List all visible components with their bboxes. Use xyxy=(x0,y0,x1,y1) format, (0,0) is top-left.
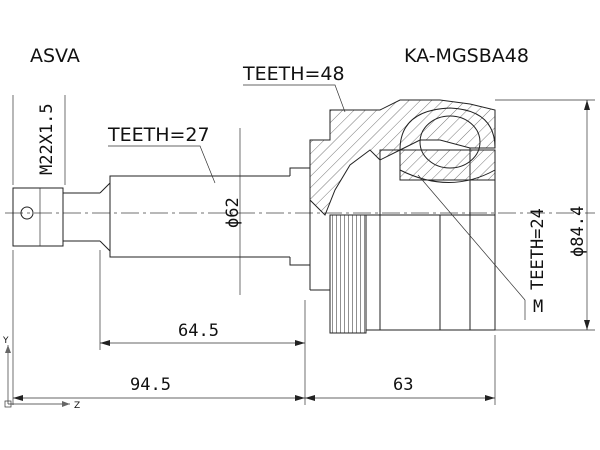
leader-teeth-27 xyxy=(108,145,216,184)
label-housing-length: 63 xyxy=(393,375,413,395)
part-number: KA-MGSBA48 xyxy=(404,45,529,67)
axis-z-label: Z xyxy=(74,401,80,411)
outer-diameter-dimension: ϕ84.4 xyxy=(495,99,595,331)
shaft xyxy=(109,128,311,295)
label-shaft-length: 64.5 xyxy=(178,321,219,341)
brand-label: ASVA xyxy=(30,45,80,67)
label-shaft-diameter: ϕ62 xyxy=(223,197,243,228)
axis-indicator: Y Z xyxy=(2,336,80,411)
abs-ring xyxy=(329,214,367,334)
dim-shaft-length: 64.5 xyxy=(99,250,306,350)
label-teeth-24: TEETH=24 xyxy=(528,208,548,290)
thread-dimension: M22X1.5 xyxy=(12,95,66,185)
axis-y-label: Y xyxy=(2,336,9,346)
housing-section xyxy=(309,99,496,334)
label-teeth-27: TEETH=27 xyxy=(107,124,210,146)
teeth-24-leader: TEETH=24 M xyxy=(417,174,548,320)
label-outer-diameter: ϕ84.4 xyxy=(568,206,588,257)
threaded-end xyxy=(12,175,290,258)
label-thread: M22X1.5 xyxy=(37,103,57,175)
label-teeth-48: TEETH=48 xyxy=(242,63,345,85)
leader-teeth-48 xyxy=(243,84,346,113)
label-marker: M xyxy=(533,297,543,317)
label-total-shaft: 94.5 xyxy=(130,375,171,395)
dim-total: 94.5 63 xyxy=(12,250,496,405)
